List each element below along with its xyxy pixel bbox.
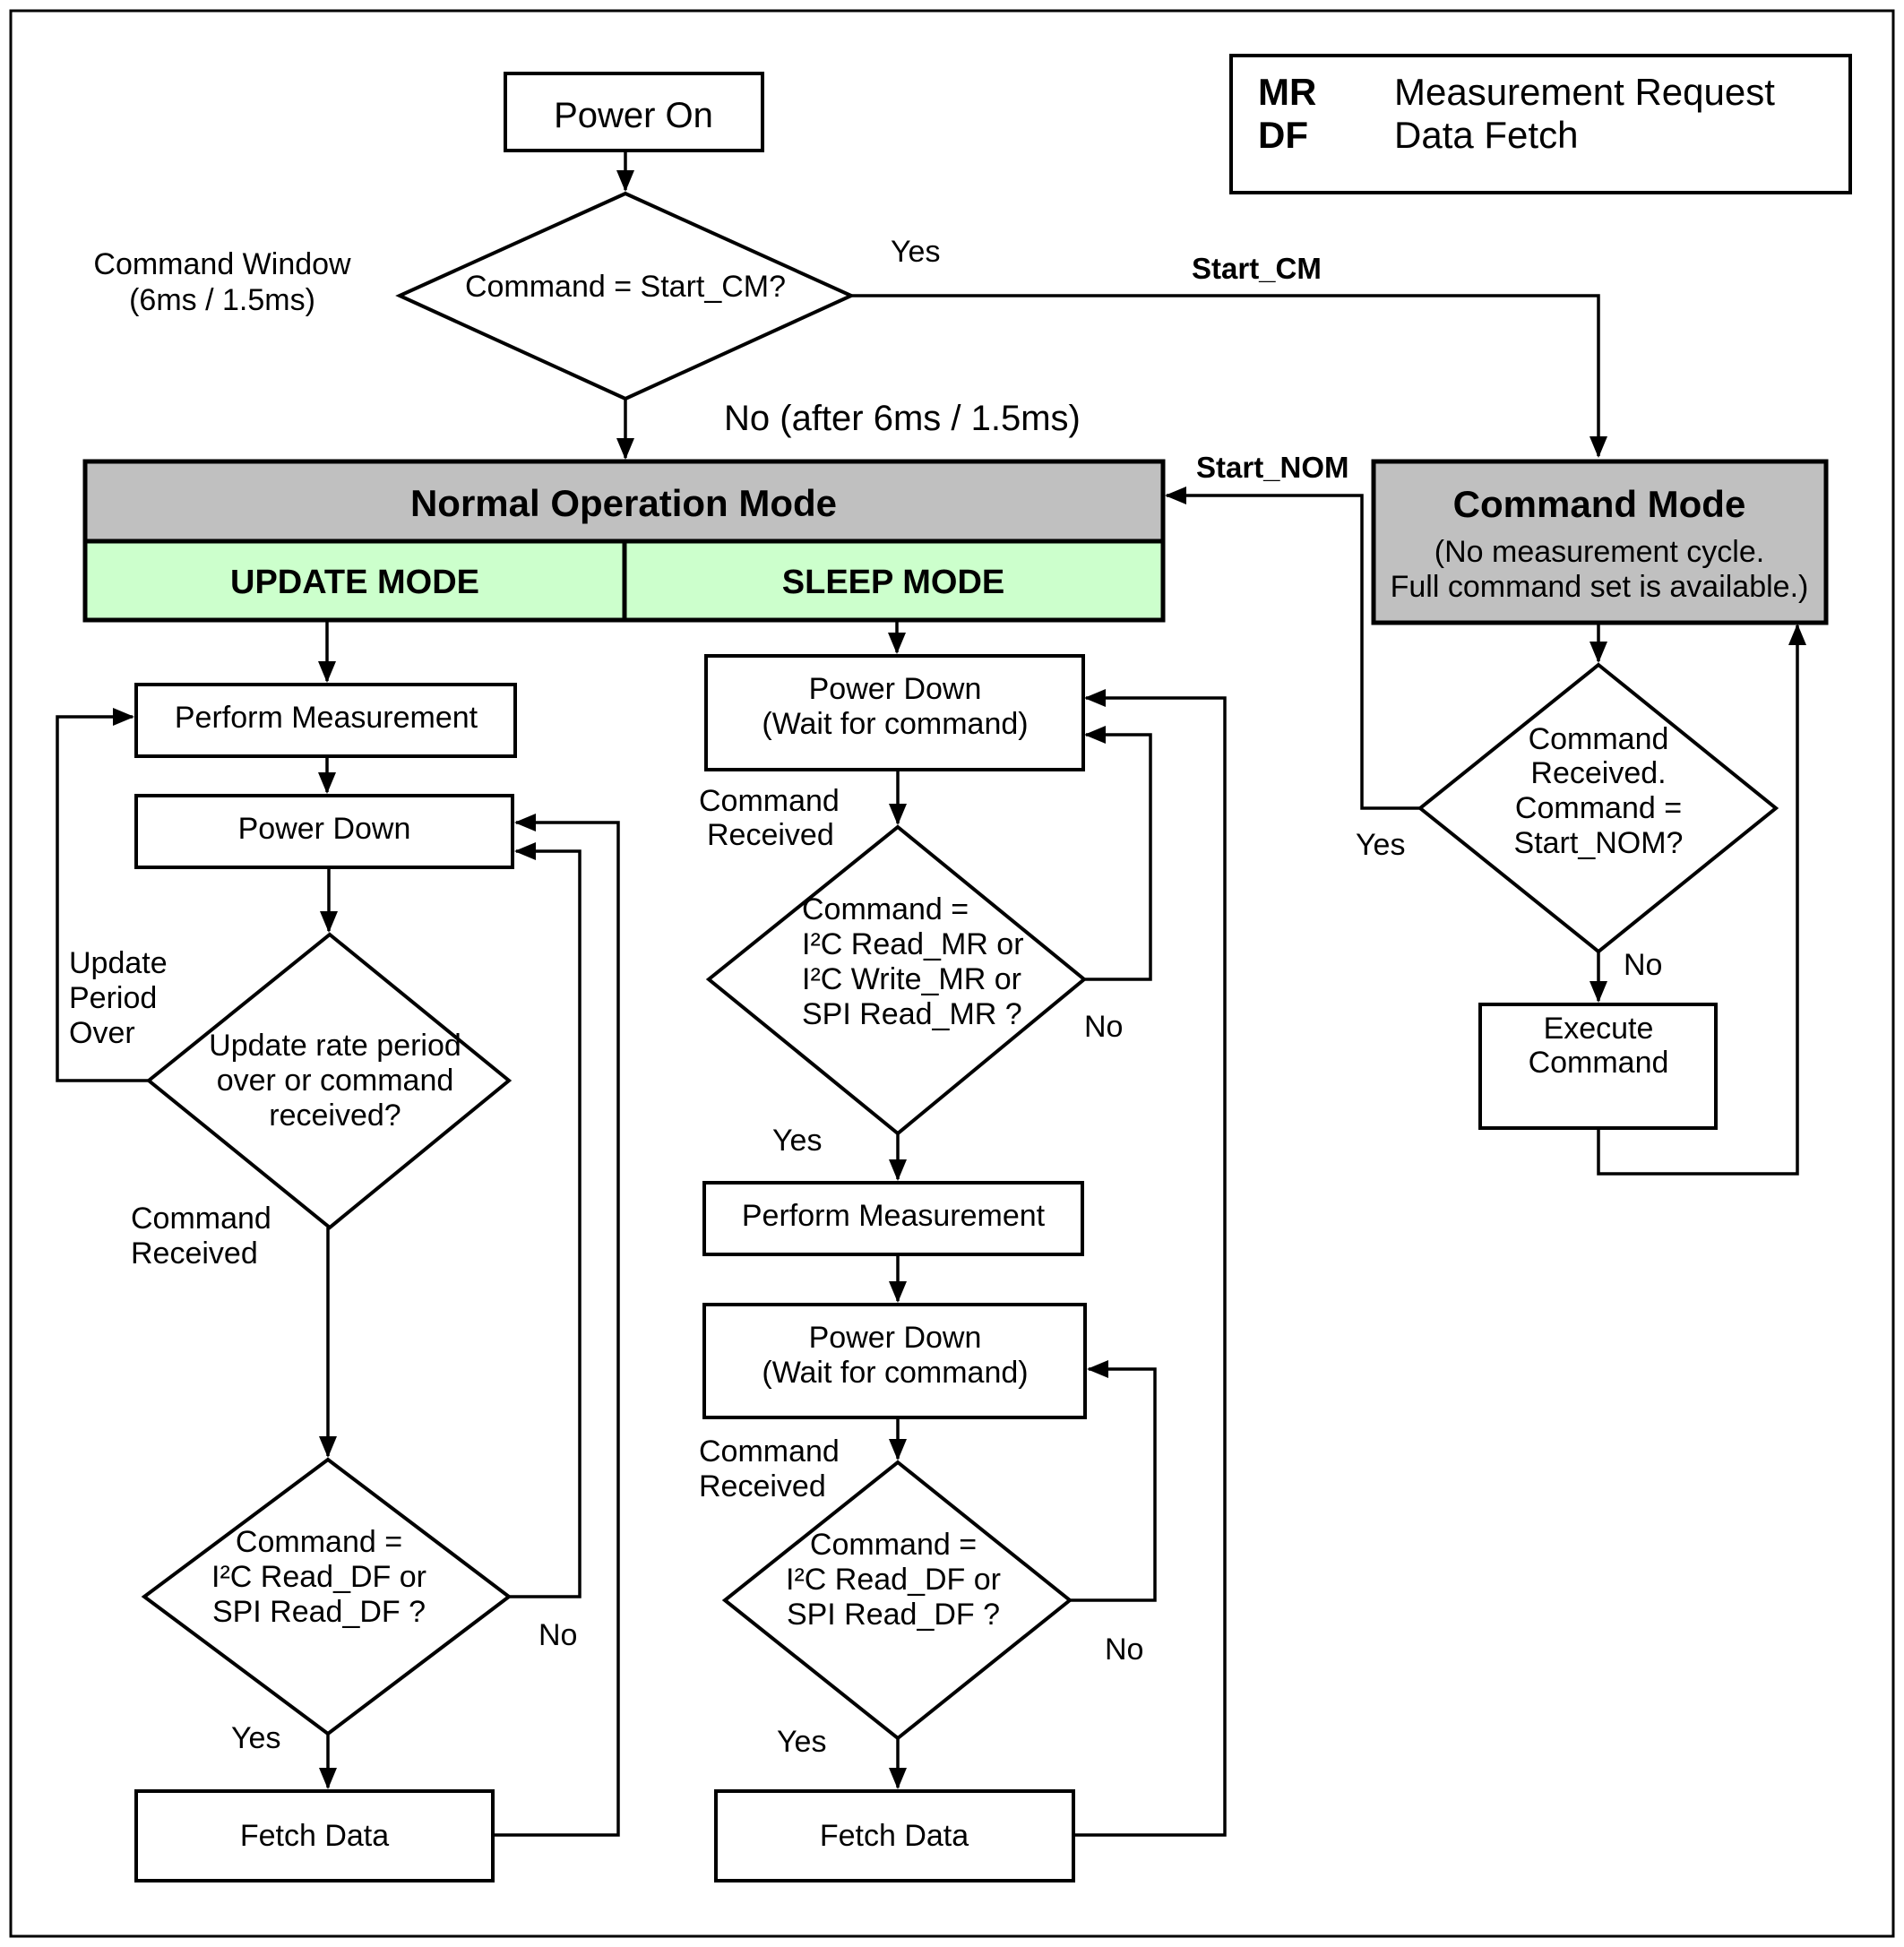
- update-command-received-l2: Received: [131, 1236, 258, 1271]
- sleep-command-received-2-l1: Command: [699, 1434, 840, 1469]
- decision-update-rate-l1: Update rate period: [209, 1029, 461, 1063]
- arrow-execute-loop: [1597, 624, 1806, 1176]
- decision-sleep-mr-l2: I²C Read_MR or: [802, 927, 1024, 961]
- command-window-label-1: Command Window: [93, 247, 351, 281]
- cm-yes-label: Yes: [1356, 828, 1405, 862]
- sleep-mode-label: SLEEP MODE: [782, 564, 1004, 601]
- sleep-mode-header: [622, 538, 1166, 623]
- sleep-no-1-label: No: [1084, 1010, 1123, 1044]
- arrow-sleep-df-no-loop: [1070, 1360, 1157, 1602]
- sleep-command-received-2-l2: Received: [699, 1469, 826, 1503]
- sleep-power-down-box: [704, 654, 1085, 771]
- decision-start-nom-l4: Start_NOM?: [1514, 826, 1684, 860]
- sleep-power-down-l2: (Wait for command): [762, 707, 1028, 741]
- decision-start-nom-l2: Received.: [1530, 756, 1666, 790]
- normal-mode-header: [82, 459, 1166, 544]
- update-fetch-data-label: Fetch Data: [240, 1819, 389, 1853]
- legend: MR Measurement Request DF Data Fetch: [1229, 54, 1852, 194]
- decision-sleep-df-l1: Command =: [810, 1528, 977, 1562]
- legend-text-mr: Measurement Request: [1394, 71, 1775, 113]
- sleep-yes-1-label: Yes: [772, 1124, 822, 1158]
- outer-frame: [9, 9, 1895, 1938]
- power-on-box: [504, 72, 764, 152]
- normal-mode-title: Normal Operation Mode: [410, 482, 837, 524]
- update-power-down-label: Power Down: [238, 812, 411, 846]
- update-perform-measurement-box: [134, 683, 517, 758]
- decision-sleep-mr-l1: Command =: [802, 892, 969, 926]
- update-mode-label: UPDATE MODE: [230, 564, 479, 601]
- update-no-label: No: [538, 1618, 577, 1652]
- arrow-sleep-fetch-loop: [1073, 689, 1227, 1837]
- arrow-update-period-loop: [56, 708, 149, 1082]
- command-window-label-2: (6ms / 1.5ms): [129, 283, 315, 317]
- decision-start-cm-label: Command = Start_CM?: [465, 270, 786, 304]
- power-on-label: Power On: [554, 96, 713, 135]
- start-cm-label: Start_CM: [1192, 252, 1322, 285]
- sleep-power-down-2-box: [702, 1303, 1087, 1419]
- update-period-over-l2: Period: [69, 981, 157, 1015]
- sleep-power-down-2-l2: (Wait for command): [762, 1356, 1028, 1390]
- update-period-over-l3: Over: [69, 1016, 135, 1050]
- decision-update-rate-l3: received?: [269, 1098, 401, 1133]
- sleep-perform-measurement-box: [702, 1181, 1084, 1256]
- command-mode-title: Command Mode: [1453, 483, 1746, 525]
- legend-box: [1229, 54, 1852, 194]
- decision-start-nom-l3: Command =: [1515, 791, 1682, 825]
- start-nom-label: Start_NOM: [1196, 451, 1349, 484]
- yes-start-cm: Yes: [891, 235, 940, 269]
- cm-no-label: No: [1624, 948, 1662, 982]
- sleep-fetch-data-label: Fetch Data: [820, 1819, 969, 1853]
- execute-command-l2: Command: [1529, 1046, 1669, 1080]
- sleep-power-down-l1: Power Down: [809, 672, 982, 706]
- update-command-received-l1: Command: [131, 1202, 271, 1236]
- decision-start-nom-l1: Command: [1529, 722, 1669, 756]
- sleep-command-received-1-l2: Received: [707, 818, 834, 852]
- sleep-power-down-2-l1: Power Down: [809, 1321, 982, 1355]
- legend-abbr-df: DF: [1258, 114, 1308, 156]
- decision-sleep-df-l3: SPI Read_DF ?: [787, 1598, 1000, 1632]
- legend-abbr-mr: MR: [1258, 71, 1316, 113]
- update-yes-label: Yes: [231, 1721, 280, 1755]
- sleep-perform-measurement-label: Perform Measurement: [742, 1199, 1046, 1233]
- decision-update-read-df-l1: Command =: [236, 1525, 402, 1559]
- execute-command-box: [1478, 1003, 1718, 1130]
- update-period-over-l1: Update: [69, 946, 168, 980]
- sleep-fetch-data-box: [714, 1789, 1075, 1882]
- decision-sleep-df-l2: I²C Read_DF or: [786, 1563, 1001, 1597]
- arrow-update-no-loop: [509, 842, 582, 1598]
- update-perform-measurement-label: Perform Measurement: [175, 701, 478, 735]
- arrow-start-nom: [1165, 487, 1420, 810]
- decision-sleep-mr-l4: SPI Read_MR ?: [802, 997, 1022, 1031]
- sleep-yes-2-label: Yes: [777, 1725, 826, 1759]
- no-after-label: No (after 6ms / 1.5ms): [724, 399, 1081, 438]
- decision-update-rate-l2: over or command: [217, 1064, 454, 1098]
- update-power-down-box: [134, 794, 514, 869]
- decision-sleep-mr-l3: I²C Write_MR or: [802, 962, 1021, 996]
- sleep-command-received-1-l1: Command: [699, 784, 840, 818]
- arrow-update-fetch-loop: [493, 814, 620, 1837]
- command-mode-subtitle-2: Full command set is available.): [1391, 570, 1809, 604]
- arrow-to-command-mode: [851, 294, 1607, 458]
- decision-update-read-df-l3: SPI Read_DF ?: [212, 1595, 426, 1629]
- command-mode-subtitle-1: (No measurement cycle.: [1434, 535, 1764, 569]
- arrow-sleep-mr-no-loop: [1084, 726, 1152, 981]
- sleep-no-2-label: No: [1105, 1633, 1143, 1667]
- decision-update-read-df-l2: I²C Read_DF or: [211, 1560, 426, 1594]
- decision-update-rate: [145, 932, 513, 1230]
- command-mode-box: [1371, 459, 1829, 625]
- legend-text-df: Data Fetch: [1394, 114, 1578, 156]
- execute-command-l1: Execute: [1544, 1012, 1654, 1046]
